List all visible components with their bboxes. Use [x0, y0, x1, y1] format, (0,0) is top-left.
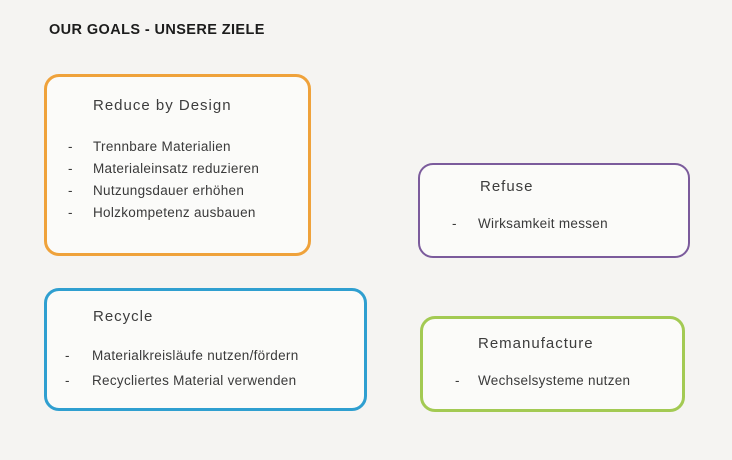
- bullet-dash: -: [65, 348, 70, 363]
- page-title: OUR GOALS - UNSERE ZIELE: [49, 22, 265, 38]
- goal-box-recycle: Recycle - Materialkreisläufe nutzen/förde…: [44, 288, 367, 411]
- item-text: Materialeinsatz reduzieren: [93, 161, 260, 176]
- goal-box-reduce-by-design: Reduce by Design -Trennbare Materialien-…: [44, 74, 311, 256]
- list-item: - Trennbare Materialien: [68, 136, 259, 158]
- bullet-dash: -: [68, 205, 73, 220]
- goal-box-remanufacture: Remanufacture - Wechselsysteme nutzen: [420, 316, 685, 412]
- item-text: Wechselsysteme nutzen: [478, 373, 631, 388]
- bullet-dash: -: [68, 183, 73, 198]
- list-item: - Holzkompetenz ausbauen: [68, 202, 259, 224]
- bullet-dash: -: [65, 373, 70, 388]
- goal-box-title: Remanufacture: [478, 335, 594, 352]
- bullet-dash: -: [68, 161, 73, 176]
- bullet-dash: -: [452, 216, 457, 231]
- item-text: Wirksamkeit messen: [478, 216, 608, 231]
- goal-box-refuse: Refuse - Wirksamkeit messen: [418, 163, 690, 258]
- item-text: Nutzungsdauer erhöhen: [93, 183, 245, 198]
- bullet-dash: -: [455, 373, 460, 388]
- item-text: Holzkompetenz ausbauen: [93, 205, 256, 220]
- goal-box-title: Reduce by Design: [93, 97, 232, 114]
- goal-box-title: Recycle: [93, 308, 154, 325]
- list-item: - Materialeinsatz reduzieren: [68, 158, 259, 180]
- goal-item-list: - Wechselsysteme nutzen: [455, 370, 630, 392]
- goal-item-list: - Trennbare Materialien - Materialeinsatz r…: [68, 136, 259, 224]
- list-item: - Recycliertes Material verwenden: [65, 368, 299, 393]
- goal-item-list: - Wirksamkeit messen: [452, 213, 608, 235]
- goal-box-title: Refuse: [480, 178, 534, 195]
- item-text: Trennbare Materialien: [93, 139, 231, 154]
- list-item: - Nutzungsdauer erhöhen: [68, 180, 259, 202]
- item-text: Materialkreisläufe nutzen/fördern: [92, 348, 299, 363]
- list-item: - Materialkreisläufe nutzen/fördern: [65, 343, 299, 368]
- list-item: - Wirksamkeit messen: [452, 213, 608, 235]
- goal-item-list: - Materialkreisläufe nutzen/fördern - Recyc…: [65, 343, 299, 393]
- list-item: - Wechselsysteme nutzen: [455, 370, 630, 392]
- item-text: Recycliertes Material verwenden: [92, 373, 297, 388]
- bullet-dash: -: [68, 139, 73, 154]
